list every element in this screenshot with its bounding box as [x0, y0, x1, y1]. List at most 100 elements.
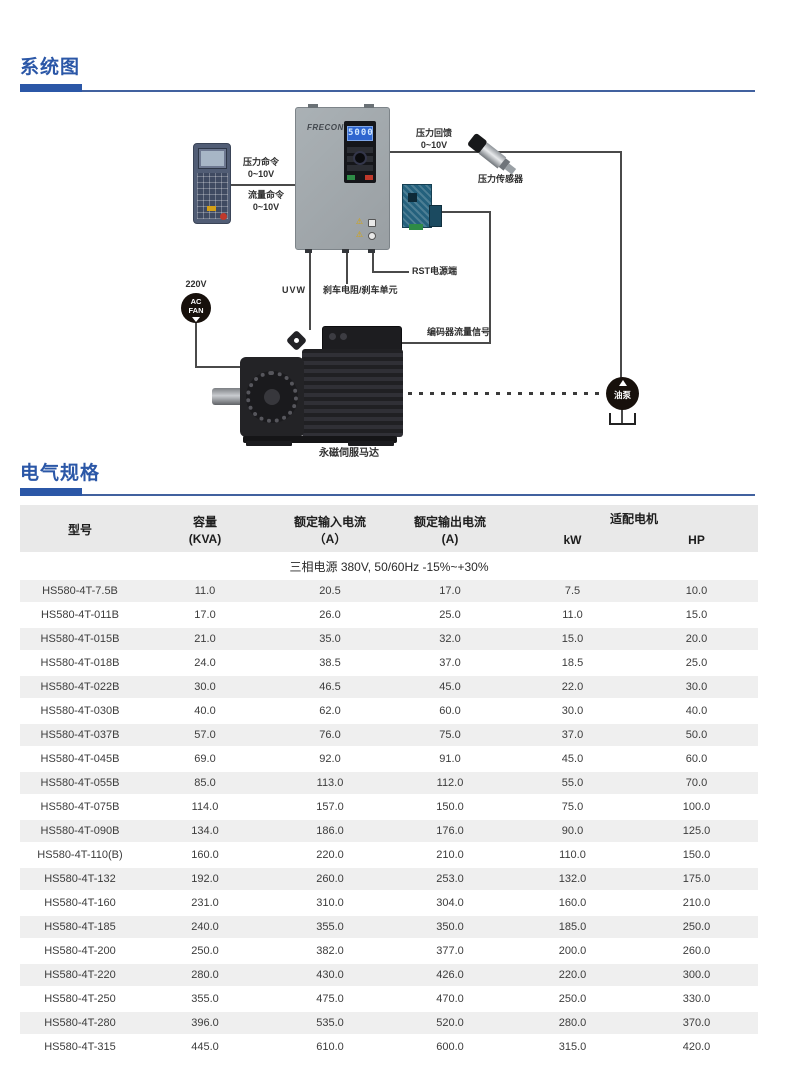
table-cell: 69.0	[140, 747, 270, 772]
pcb-chip	[408, 193, 417, 202]
spec-table-wrapper: 型号 容量 (KVA) 额定输入电流 （A） 额定输出电流 (A) 适配电机 k…	[20, 505, 759, 1060]
uvw-label: UVW	[282, 285, 306, 295]
table-cell: 157.0	[270, 795, 390, 820]
table-cell: 17.0	[140, 603, 270, 628]
triangle-up-icon	[618, 380, 627, 386]
motor-lifting-eye	[285, 329, 308, 352]
table-cell: 396.0	[140, 1011, 270, 1036]
table-cell: 176.0	[390, 819, 510, 844]
table-cell: HS580-4T-075B	[20, 795, 140, 820]
table-cell: 25.0	[635, 651, 759, 676]
pressure-sensor	[466, 127, 520, 179]
table-cell: 35.0	[270, 627, 390, 652]
table-cell: 260.0	[635, 939, 759, 964]
table-cell: HS580-4T-030B	[20, 699, 140, 724]
drive-brand-logo: FRECON	[307, 123, 344, 132]
motor-shaft	[212, 388, 244, 405]
col-header-kw: kW	[510, 529, 635, 554]
system-section-title: 系统图	[20, 57, 81, 78]
table-cell: 370.0	[635, 1011, 759, 1036]
connector-line-rst-h	[372, 271, 409, 273]
table-cell: 112.0	[390, 771, 510, 796]
col-header-input-current: 额定输入电流 （A）	[270, 505, 390, 554]
drive-lcd-display: 5000	[347, 126, 373, 141]
table-cell: HS580-4T-037B	[20, 723, 140, 748]
table-cell: HS580-4T-185	[20, 915, 140, 940]
connector-line-encoder-h1	[436, 211, 491, 213]
encoder-signal-label: 编码器流量信号	[427, 327, 491, 337]
table-cell: HS580-4T-280	[20, 1011, 140, 1036]
motor-finned-body	[302, 349, 403, 437]
table-cell: 21.0	[140, 627, 270, 652]
table-cell: 24.0	[140, 651, 270, 676]
table-cell: 150.0	[390, 795, 510, 820]
table-cell: 91.0	[390, 747, 510, 772]
table-cell: 355.0	[140, 987, 270, 1012]
pressure-feedback-label: 压力回馈 0~10V	[415, 128, 453, 150]
drive-mount-tab	[364, 104, 374, 108]
oil-pump-label: 油泵	[613, 390, 631, 400]
table-cell: 50.0	[635, 723, 759, 748]
connector-line-uvw	[309, 250, 311, 330]
table-cell: 160.0	[510, 891, 635, 916]
table-cell: 46.5	[270, 675, 390, 700]
table-cell: 175.0	[635, 867, 759, 892]
table-cell: 430.0	[270, 963, 390, 988]
table-cell: 113.0	[270, 771, 390, 796]
table-cell: 185.0	[510, 915, 635, 940]
table-cell: 377.0	[390, 939, 510, 964]
table-cell: 250.0	[140, 939, 270, 964]
spec-table: 型号 容量 (KVA) 额定输入电流 （A） 额定输出电流 (A) 适配电机 k…	[20, 505, 759, 1060]
table-cell: 315.0	[510, 1035, 635, 1060]
table-cell: 18.5	[510, 651, 635, 676]
table-cell: 55.0	[510, 771, 635, 796]
drive-keypad-panel: 5000	[344, 121, 376, 183]
table-cell: 40.0	[140, 699, 270, 724]
table-cell: 70.0	[635, 771, 759, 796]
electrical-section-title: 电气规格	[20, 463, 101, 484]
table-cell: 253.0	[390, 867, 510, 892]
table-cell: 250.0	[635, 915, 759, 940]
table-cell: 26.0	[270, 603, 390, 628]
table-cell: 300.0	[635, 963, 759, 988]
table-cell: 160.0	[140, 843, 270, 868]
flow-command-label: 流量命令 0~10V	[247, 190, 285, 212]
table-cell: 7.5	[510, 579, 635, 604]
table-cell: 220.0	[270, 843, 390, 868]
table-cell: 75.0	[390, 723, 510, 748]
table-cell: HS580-4T-018B	[20, 651, 140, 676]
table-cell: 17.0	[390, 579, 510, 604]
controller-keypad	[197, 173, 228, 219]
servo-drive: FRECON 5000 ⚠ ⚠	[295, 104, 390, 253]
table-cell: 280.0	[510, 1011, 635, 1036]
table-cell: 32.0	[390, 627, 510, 652]
table-cell: 90.0	[510, 819, 635, 844]
fan-voltage-label: 220V	[185, 279, 207, 289]
table-cell: 60.0	[635, 747, 759, 772]
table-cell: 22.0	[510, 675, 635, 700]
table-cell: HS580-4T-022B	[20, 675, 140, 700]
brake-unit-label: 刹车电阻/刹车单元	[323, 285, 398, 295]
connector-line-feedback-v	[620, 151, 622, 378]
table-cell: 610.0	[270, 1035, 390, 1060]
table-cell: 220.0	[510, 963, 635, 988]
table-cell: 475.0	[270, 987, 390, 1012]
table-cell: 57.0	[140, 723, 270, 748]
table-cell: 470.0	[390, 987, 510, 1012]
table-cell: HS580-4T-160	[20, 891, 140, 916]
oil-pump-badge: 油泵	[606, 377, 639, 410]
table-cell: 260.0	[270, 867, 390, 892]
table-cell: 30.0	[635, 675, 759, 700]
table-cell: HS580-4T-250	[20, 987, 140, 1012]
connector-line-encoder-v	[489, 211, 491, 344]
motor-foot	[246, 441, 292, 446]
table-cell: 11.0	[510, 603, 635, 628]
table-cell: 240.0	[140, 915, 270, 940]
table-cell: 110.0	[510, 843, 635, 868]
